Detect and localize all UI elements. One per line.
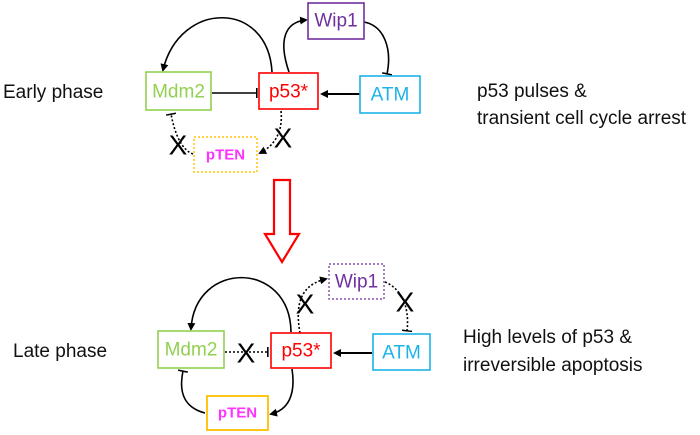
early-phase-description-line1: p53 pulses & [477,81,587,102]
late-phase-label: Late phase [13,341,107,362]
node-atm-early: ATM [359,75,421,114]
edge-p53-activates-mdm2 [160,16,273,73]
node-mdm2-early: Mdm2 [145,71,212,111]
block-mark-mdm2-p53: X [237,338,256,369]
edge-p53-activates-wip1-blocked [297,276,328,334]
node-p53-early: p53* [258,72,319,110]
node-pten-late: pTEN [206,395,269,431]
node-wip1-label: Wip1 [335,272,378,293]
early-phase-label: Early phase [3,82,103,103]
late-phase: Late phase X X X Mdm2 p53* ATM Wip1 [13,263,643,431]
block-mark-p53-wip1: X [296,289,315,320]
edge-p53-activates-pten [269,368,294,417]
edge-p53-activates-wip1 [283,16,308,73]
node-pten-label: pTEN [218,405,257,422]
node-pten-label: pTEN [206,147,245,164]
node-atm-late: ATM [372,333,431,371]
block-mark-p53-pten: X [274,123,293,154]
block-mark-pten-mdm2: X [169,130,188,161]
node-p53-late: p53* [270,332,332,369]
node-pten-early-inactive: pTEN [193,136,258,173]
late-phase-description-line1: High levels of p53 & [463,327,632,348]
early-phase-description-line2: transient cell cycle arrest [477,108,687,129]
node-p53-label: p53* [281,341,321,362]
node-mdm2-late: Mdm2 [157,330,225,369]
node-atm-label: ATM [371,85,410,106]
edge-wip1-inhibits-atm-blocked [384,281,413,333]
node-atm-label: ATM [382,343,421,364]
block-mark-wip1-atm: X [396,287,415,318]
edge-p53-activates-mdm2 [187,276,292,333]
node-wip1-late-inactive: Wip1 [328,263,385,300]
node-wip1-label: Wip1 [314,11,357,32]
late-phase-description-line2: irreversible apoptosis [463,355,643,376]
phase-transition-arrow [263,178,301,265]
node-mdm2-label: Mdm2 [165,340,218,361]
node-mdm2-label: Mdm2 [152,82,205,103]
node-p53-label: p53* [269,82,309,103]
early-phase: Early phase X X Mdm2 p53* ATM Wip1 [3,2,687,173]
edge-pten-inhibits-mdm2 [177,369,206,414]
edge-wip1-inhibits-atm [363,21,393,76]
node-wip1-early: Wip1 [307,2,365,40]
edge-p53-activates-pten-blocked [258,110,283,154]
